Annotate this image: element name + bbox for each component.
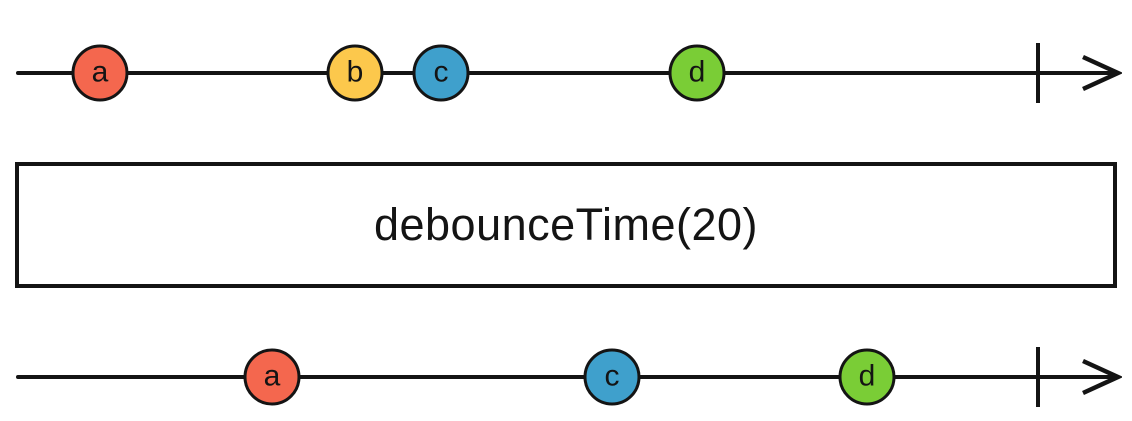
- marble-d: d: [668, 44, 726, 102]
- marble-c: c: [412, 44, 470, 102]
- output-arrowhead-icon: [1082, 358, 1122, 396]
- output-completion-tick: [1036, 347, 1040, 407]
- marble-c: c: [583, 348, 641, 406]
- marble-a: a: [243, 348, 301, 406]
- marble-b: b: [326, 44, 384, 102]
- marble-a: a: [71, 44, 129, 102]
- source-arrowhead-icon: [1082, 54, 1122, 92]
- operator-label: debounceTime(20): [373, 199, 759, 250]
- marble-d: d: [838, 348, 896, 406]
- output-timeline-line: [16, 375, 1116, 379]
- operator-box: debounceTime(20): [15, 162, 1117, 288]
- source-timeline-line: [16, 71, 1116, 75]
- source-completion-tick: [1036, 43, 1040, 103]
